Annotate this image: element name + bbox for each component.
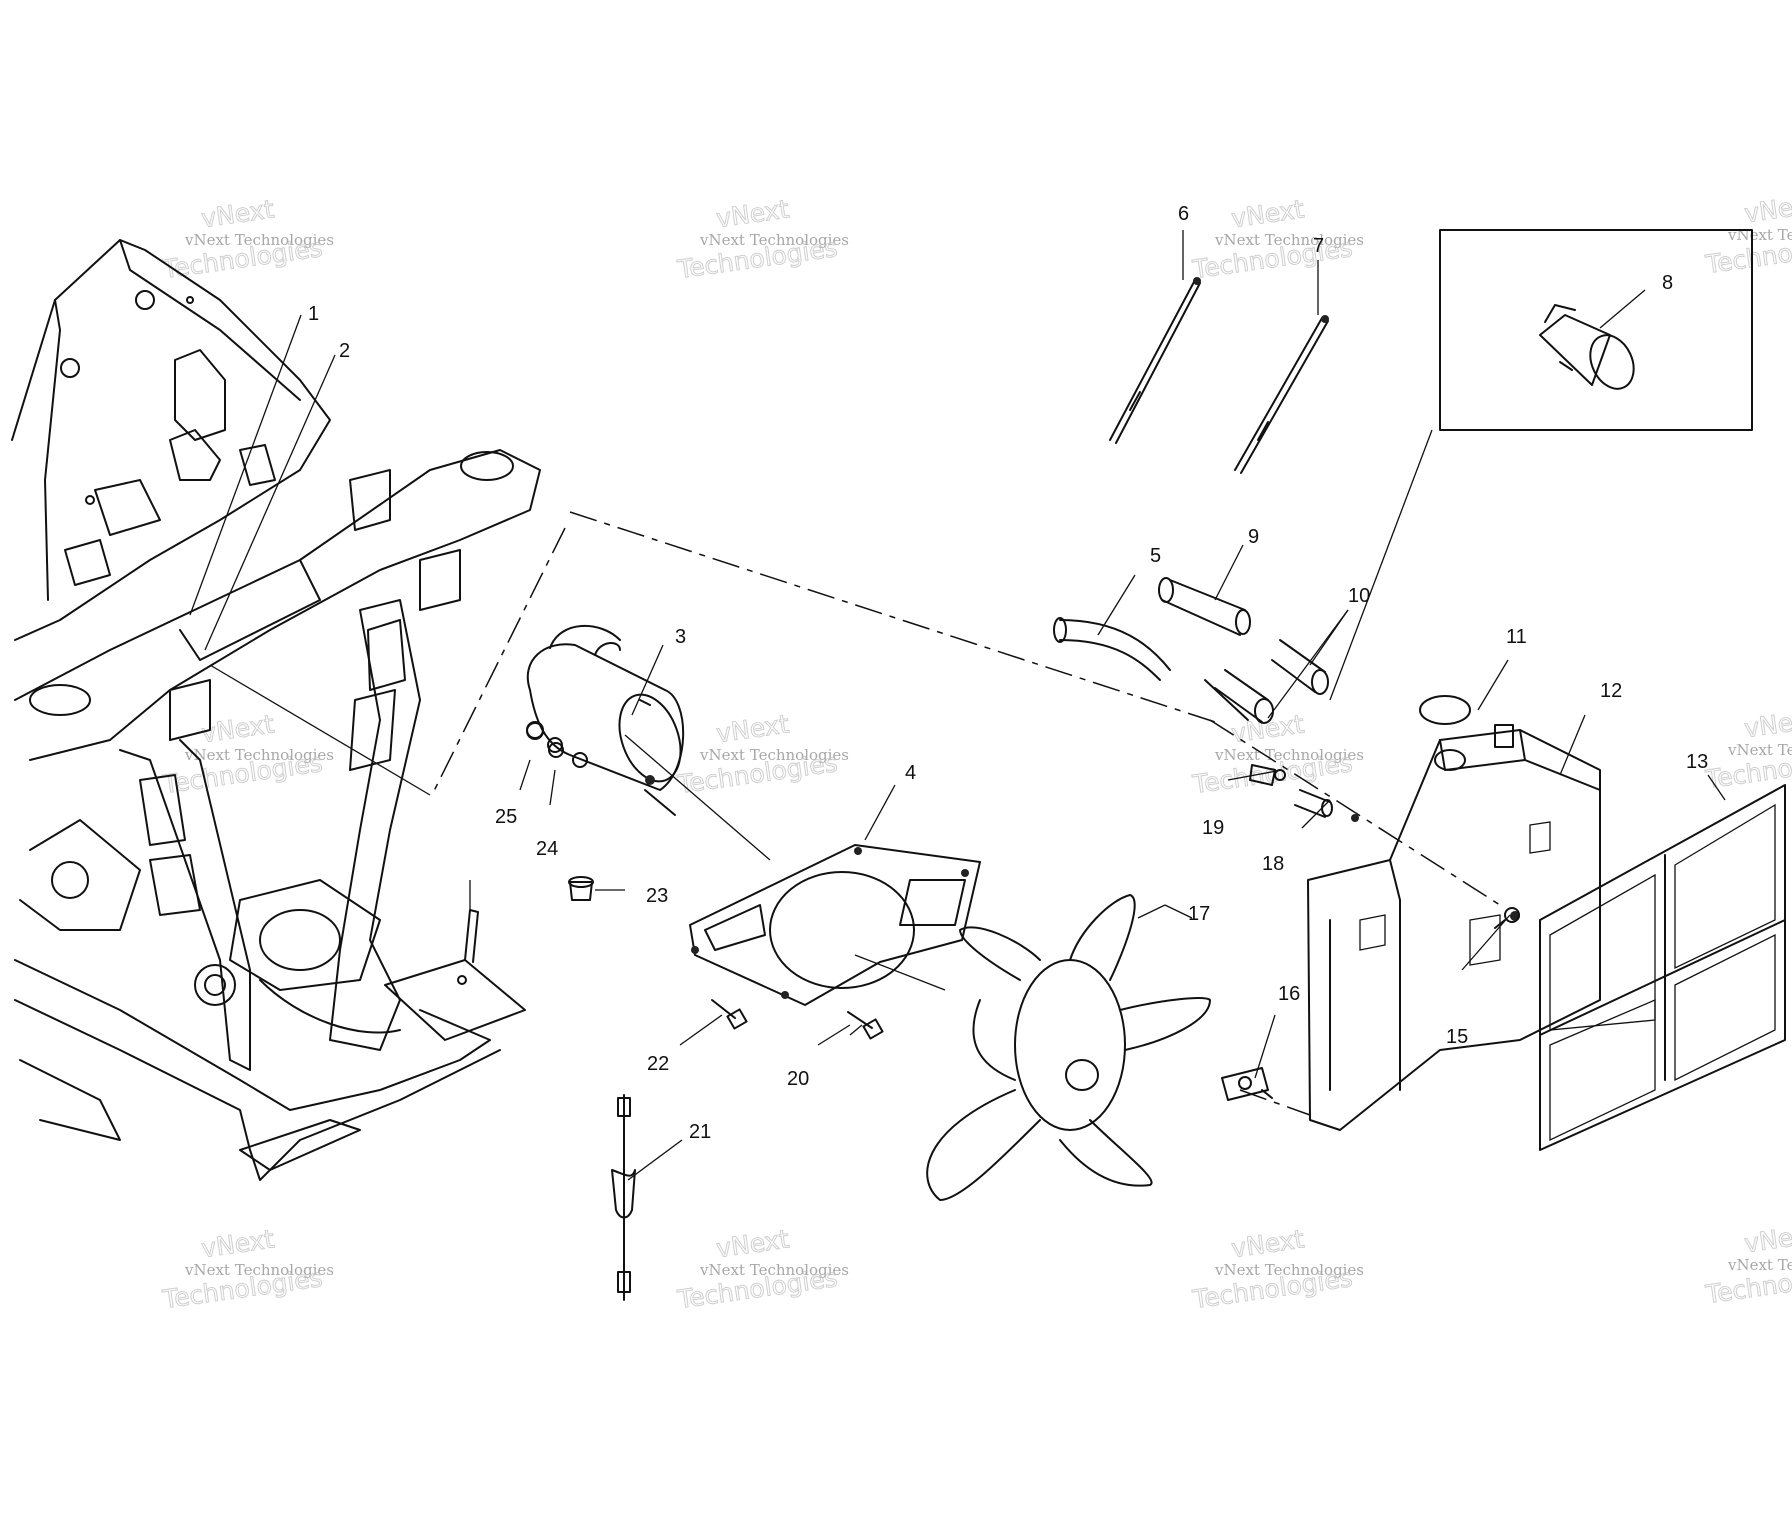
watermark-vnext: vNext (1743, 704, 1792, 743)
callout-15: 15 (1446, 1026, 1468, 1048)
watermark-vnext-technologies: vNext Technologies (1214, 231, 1364, 249)
watermark-vnext: vNext (200, 194, 277, 233)
part-7-rod (1234, 315, 1329, 474)
watermark-vnext-technologies: vNext Technologies (1727, 1256, 1792, 1274)
part-4-fan-shroud (689, 844, 981, 1006)
part-10-hose-clamps (1204, 639, 1329, 724)
part-8-sensor-inset (1439, 229, 1753, 431)
callout-3: 3 (675, 626, 686, 648)
callout-13: 13 (1686, 751, 1708, 773)
callout-4: 4 (905, 762, 916, 784)
callout-22: 22 (647, 1053, 669, 1075)
part-5-hose (1053, 617, 1171, 681)
callout-24: 24 (536, 838, 558, 860)
watermark-vnext-technologies: vNext Technologies (699, 746, 849, 764)
callout-18: 18 (1262, 853, 1284, 875)
callout-2: 2 (339, 340, 350, 362)
watermark-vnext-technologies: vNext Technologies (1727, 741, 1792, 759)
part-22-screw (711, 999, 748, 1030)
part-21-grommet (611, 1094, 636, 1301)
watermark-vnext: vNext (1743, 1219, 1792, 1258)
callout-6: 6 (1178, 203, 1189, 225)
part-9-hose (1158, 577, 1251, 636)
part-16-clip (1221, 1067, 1273, 1101)
callout-5: 5 (1150, 545, 1161, 567)
watermark-vnext: vNext (200, 709, 277, 748)
watermark-vnext-technologies: vNext Technologies (184, 231, 334, 249)
vehicle-frame (11, 239, 541, 1181)
watermark-vnext-technologies: vNext Technologies (699, 1261, 849, 1279)
watermark-layer: vNext vNext Technologies Technologies vN… (160, 189, 1792, 1315)
callout-7: 7 (1313, 235, 1324, 257)
part-19-fitting (1249, 764, 1286, 786)
watermark-vnext-technologies: vNext Technologies (699, 231, 849, 249)
callout-labels: 1 2 3 4 5 6 7 8 9 10 11 12 13 15 16 17 1… (308, 203, 1708, 1143)
watermark-vnext-technologies: vNext Technologies (184, 1261, 334, 1279)
part-24-nut (548, 742, 564, 758)
watermark-vnext-technologies: vNext Technologies (1214, 1261, 1364, 1279)
watermark-vnext: vNext (715, 1224, 792, 1263)
callout-25: 25 (495, 806, 517, 828)
watermark-vnext: vNext (1230, 709, 1307, 748)
part-23-grommet (568, 876, 594, 901)
part-18-sleeve (1294, 789, 1333, 818)
part-11-cap (1419, 695, 1471, 771)
callout-12: 12 (1600, 680, 1622, 702)
part-12-radiator (1307, 724, 1601, 1131)
watermark-vnext: vNext (1743, 189, 1792, 228)
part-15-screw (1494, 907, 1520, 929)
callout-20: 20 (787, 1068, 809, 1090)
watermark-vnext: vNext (715, 194, 792, 233)
callout-1: 1 (308, 303, 319, 325)
watermark-vnext: vNext (1230, 1224, 1307, 1263)
callout-11: 11 (1506, 626, 1527, 648)
callout-21: 21 (689, 1121, 711, 1143)
part-3-motor (526, 625, 685, 816)
callout-16: 16 (1278, 983, 1300, 1005)
callout-17: 17 (1188, 903, 1210, 925)
assembly-lines (209, 511, 1501, 1116)
part-17-fan (926, 894, 1211, 1201)
callout-10: 10 (1348, 585, 1370, 607)
watermark-vnext: vNext (715, 709, 792, 748)
leader-lines (189, 230, 1726, 1181)
callout-9: 9 (1248, 526, 1259, 548)
watermark-vnext: vNext (1230, 194, 1307, 233)
part-13-screen (1539, 784, 1786, 1151)
callout-19: 19 (1202, 817, 1224, 839)
part-6-rod (1109, 277, 1201, 444)
watermark-vnext: vNext (200, 1224, 277, 1263)
part-25-nut (526, 722, 544, 740)
callout-23: 23 (646, 885, 668, 907)
watermark-vnext-technologies: vNext Technologies (1214, 746, 1364, 764)
callout-8: 8 (1662, 272, 1673, 294)
part-20-bolt (847, 1011, 884, 1040)
watermark-vnext-technologies: vNext Technologies (184, 746, 334, 764)
